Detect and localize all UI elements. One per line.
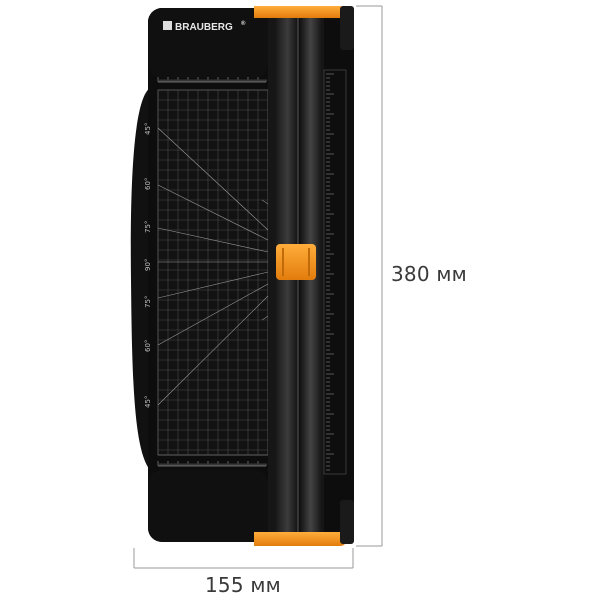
angle-mark: 60°: [144, 340, 152, 352]
height-label: 380 мм: [391, 262, 467, 286]
angle-mark: 90°: [144, 259, 152, 271]
width-dimension-line: [133, 548, 354, 569]
svg-text:BRAUBERG: BRAUBERG: [175, 22, 233, 33]
angle-mark: 75°: [144, 296, 152, 308]
brand-logo: BRAUBERG ®: [163, 20, 246, 33]
blade-slider[interactable]: [276, 244, 316, 280]
angle-mark: 75°: [144, 221, 152, 233]
width-label: 155 мм: [205, 573, 281, 597]
svg-text:®: ®: [241, 20, 246, 27]
angle-lines: [157, 127, 269, 406]
cutting-grid: [157, 89, 297, 456]
angle-guide-edge: [130, 88, 150, 470]
angle-mark: 60°: [144, 178, 152, 190]
rail-top-cap: [254, 6, 346, 18]
angle-mark: 45°: [144, 396, 152, 408]
angle-mark: 45°: [144, 123, 152, 135]
rail-bottom-cap: [254, 532, 346, 546]
height-dimension-line: [356, 5, 383, 547]
